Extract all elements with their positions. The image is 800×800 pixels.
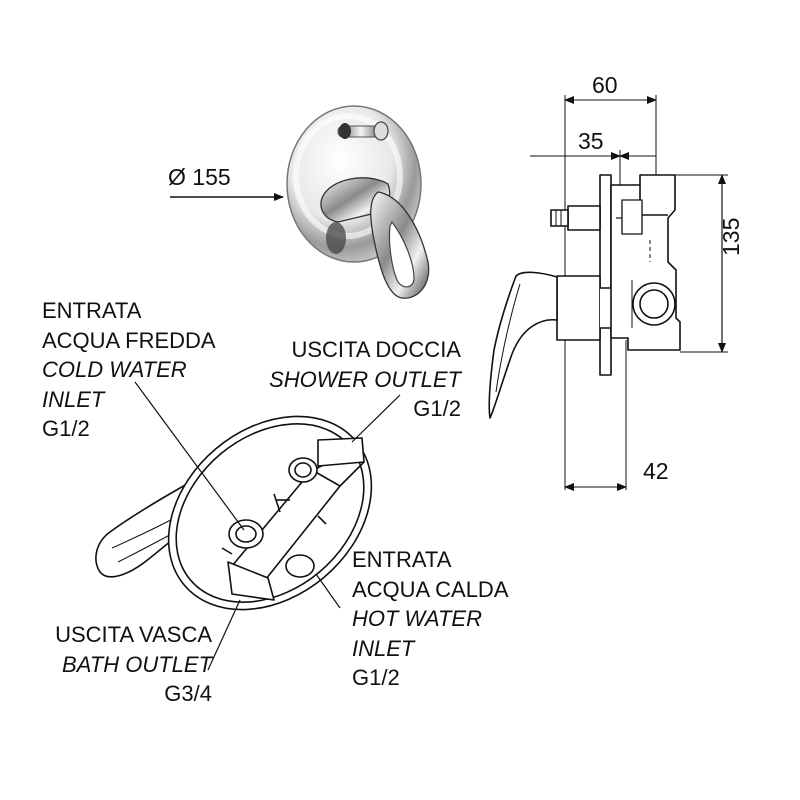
hot-inlet-en: HOT WATER <box>352 606 482 631</box>
lever-handle <box>320 177 430 299</box>
callout-shower-outlet: USCITA DOCCIA SHOWER OUTLET G1/2 <box>240 335 461 424</box>
depth-35-label: 35 <box>578 128 604 154</box>
bath-outlet-it: USCITA VASCA <box>55 622 212 647</box>
bath-outlet-en: BATH OUTLET <box>62 651 212 677</box>
callout-cold-inlet: ENTRATA ACQUA FREDDA COLD WATER INLET G1… <box>42 296 216 444</box>
dimension-lines <box>530 96 726 491</box>
diverter-knob <box>337 121 389 141</box>
shower-outlet-size: G1/2 <box>413 396 461 421</box>
mixer-photo <box>286 105 430 299</box>
height-135-label: 135 <box>718 217 744 256</box>
cold-inlet-size: G1/2 <box>42 416 90 441</box>
side-plate <box>599 174 612 376</box>
hot-inlet-it2: ACQUA CALDA <box>352 576 509 602</box>
callout-hot-inlet: ENTRATA ACQUA CALDA HOT WATER INLET G1/2 <box>352 545 509 693</box>
hot-inlet-en2: INLET <box>352 635 415 661</box>
cold-inlet-it: ENTRATA <box>42 298 142 323</box>
cold-inlet-en: COLD WATER <box>42 357 187 382</box>
shower-outlet-it: USCITA DOCCIA <box>291 337 461 362</box>
side-view <box>488 95 728 490</box>
rear-view <box>95 415 373 611</box>
cold-inlet-it2: ACQUA FREDDA <box>42 327 216 353</box>
hot-inlet-it: ENTRATA <box>352 547 452 572</box>
diameter-label: Ø 155 <box>168 164 231 190</box>
shower-outlet-en: SHOWER OUTLET <box>269 366 461 392</box>
bath-outlet-size: G3/4 <box>164 681 212 706</box>
leader-lines <box>134 381 401 671</box>
callout-bath-outlet: USCITA VASCA BATH OUTLET G3/4 <box>20 620 212 709</box>
cold-inlet-en2: INLET <box>42 386 105 412</box>
offset-42-label: 42 <box>643 458 669 484</box>
side-lever <box>488 271 558 419</box>
hot-inlet-size: G1/2 <box>352 665 400 690</box>
depth-60-label: 60 <box>592 72 618 98</box>
